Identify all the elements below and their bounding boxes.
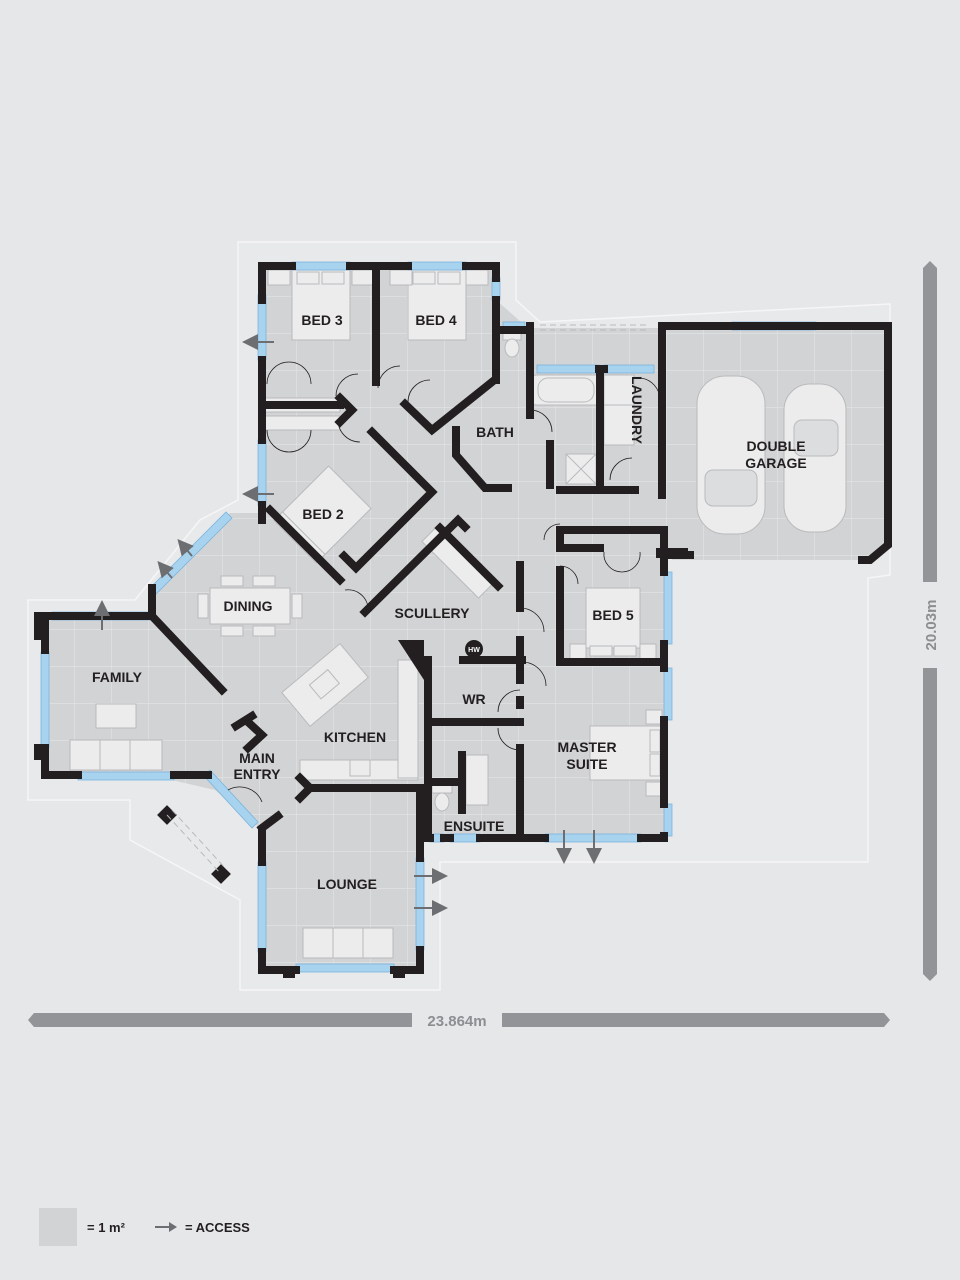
room-label-double-garage-1: DOUBLE [746, 438, 805, 454]
room-labels: BED 3 BED 4 BATH LAUNDRY DOUBLE GARAGE B… [92, 312, 807, 892]
room-label-lounge: LOUNGE [317, 876, 377, 892]
access-arrows [94, 334, 602, 916]
hot-water-cylinder: HW [465, 640, 483, 658]
access-arrow-icon [157, 560, 174, 579]
room-label-family: FAMILY [92, 669, 143, 685]
room-label-laundry: LAUNDRY [629, 376, 645, 445]
depth-dimension-label: 20.03m [923, 600, 940, 651]
width-dimension: 23.864m [28, 1013, 890, 1030]
room-label-master-suite-2: SUITE [566, 756, 607, 772]
room-label-bed2: BED 2 [302, 506, 343, 522]
room-label-bed3: BED 3 [301, 312, 342, 328]
legend-grid-label: = 1 m² [87, 1219, 125, 1235]
room-label-ensuite: ENSUITE [444, 818, 505, 834]
room-label-bath: BATH [476, 424, 514, 440]
room-label-dining: DINING [224, 598, 273, 614]
room-label-bed5: BED 5 [592, 607, 633, 623]
room-label-scullery: SCULLERY [395, 605, 471, 621]
room-label-kitchen: KITCHEN [324, 729, 386, 745]
legend-access-label: = ACCESS [184, 1219, 250, 1235]
grid-square-swatch [39, 1208, 77, 1246]
room-label-main-entry-1: MAIN [239, 750, 275, 766]
width-dimension-label: 23.864m [427, 1013, 486, 1030]
access-arrow-icon [177, 538, 194, 557]
depth-dimension: 20.03m [923, 261, 940, 981]
portico [166, 324, 650, 875]
room-label-bed4: BED 4 [415, 312, 456, 328]
door-swings [227, 361, 661, 803]
room-label-master-suite-1: MASTER [557, 739, 616, 755]
room-label-double-garage-2: GARAGE [745, 455, 806, 471]
access-arrow-icon [154, 1222, 177, 1232]
room-label-main-entry-2: ENTRY [234, 766, 282, 782]
room-label-wr: WR [462, 691, 485, 707]
svg-text:HW: HW [468, 647, 480, 654]
walls [41, 262, 892, 974]
legend: = 1 m² = ACCESS [39, 1208, 250, 1246]
